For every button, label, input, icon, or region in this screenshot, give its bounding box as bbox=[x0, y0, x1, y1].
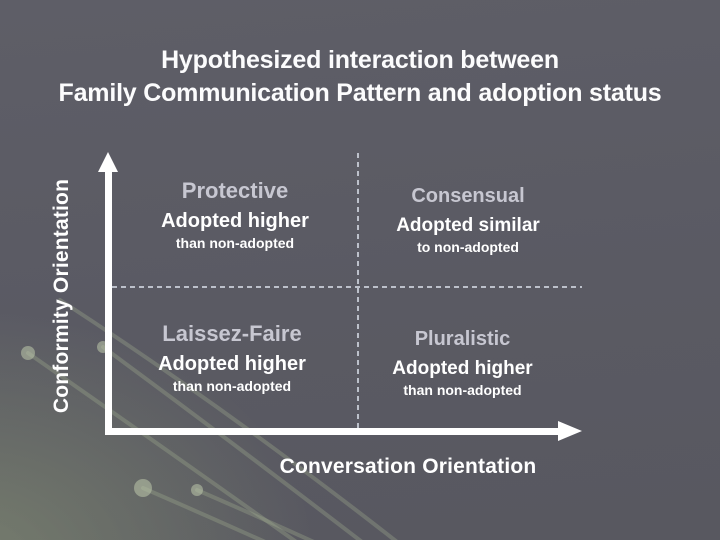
x-axis-arrowhead-icon bbox=[558, 421, 582, 441]
quadrant-pattern-label: Pluralistic bbox=[414, 328, 511, 350]
swoosh-arc bbox=[195, 488, 315, 540]
quadrant-finding-line1: Adopted similar bbox=[396, 215, 540, 236]
y-axis-label: Conformity Orientation bbox=[50, 178, 73, 414]
slide-title-line2: Family Communication Pattern and adoptio… bbox=[58, 79, 662, 107]
swoosh-ball bbox=[21, 346, 35, 360]
quadrant-pattern-label: Laissez-Faire bbox=[162, 321, 302, 346]
horizontal-dashed-divider bbox=[112, 286, 582, 288]
quadrant-top-right: Consensual Adopted similar to non-adopte… bbox=[362, 184, 574, 255]
x-axis-line bbox=[105, 428, 560, 435]
y-axis-arrowhead-icon bbox=[98, 152, 118, 172]
quadrant-finding-line2: to non-adopted bbox=[417, 239, 519, 255]
y-axis-line bbox=[105, 170, 112, 435]
quadrant-finding-line2: than non-adopted bbox=[172, 378, 292, 394]
slide-title: Hypothesized interaction between Family … bbox=[0, 44, 720, 110]
swoosh-ball bbox=[134, 479, 152, 497]
quadrant-top-left: Protective Adopted higher than non-adopt… bbox=[120, 178, 350, 251]
swoosh-ball bbox=[191, 484, 203, 496]
quadrant-finding-line2: than non-adopted bbox=[175, 235, 295, 251]
swoosh-arc bbox=[141, 486, 266, 540]
quadrant-finding-line1: Adopted higher bbox=[392, 358, 533, 379]
quadrant-finding-line2: than non-adopted bbox=[403, 382, 522, 398]
vertical-dashed-divider bbox=[357, 153, 359, 428]
x-axis-label: Conversation Orientation bbox=[279, 455, 537, 478]
quadrant-bottom-right: Pluralistic Adopted higher than non-adop… bbox=[355, 327, 570, 398]
quadrant-bottom-left: Laissez-Faire Adopted higher than non-ad… bbox=[118, 321, 346, 394]
quadrant-pattern-label: Consensual bbox=[411, 185, 525, 207]
quadrant-finding-line1: Adopted higher bbox=[158, 353, 306, 375]
quadrant-finding-line1: Adopted higher bbox=[161, 210, 309, 232]
quadrant-pattern-label: Protective bbox=[181, 178, 289, 203]
slide-title-line1: Hypothesized interaction between bbox=[161, 46, 559, 74]
